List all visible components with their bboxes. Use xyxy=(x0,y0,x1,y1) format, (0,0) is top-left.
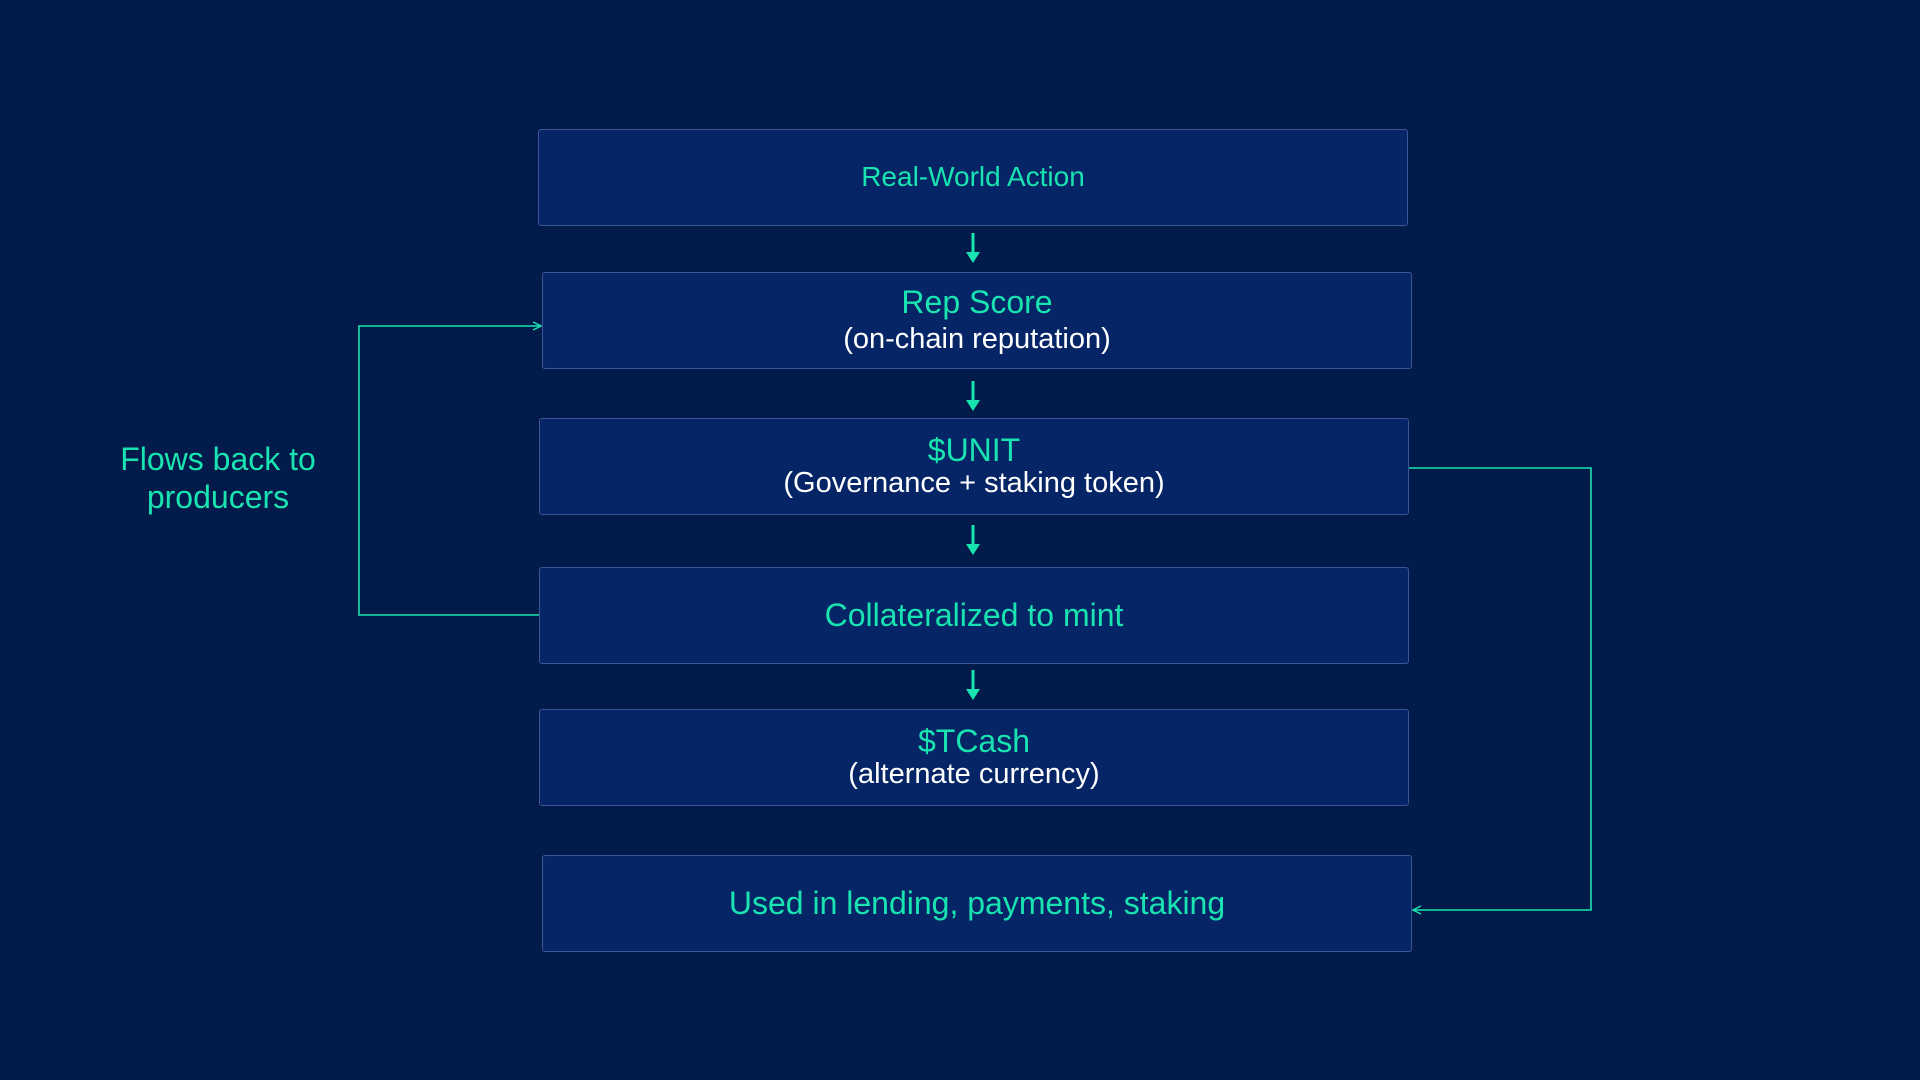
down-arrow-4 xyxy=(966,670,980,700)
node-unit: $UNIT (Governance + staking token) xyxy=(539,418,1409,515)
node-title: Real-World Action xyxy=(861,161,1085,193)
node-title: $UNIT xyxy=(927,431,1021,468)
down-arrow-1 xyxy=(966,233,980,263)
node-tcash: $TCash (alternate currency) xyxy=(539,709,1409,806)
node-subtitle: (on-chain reputation) xyxy=(843,323,1111,356)
node-title: Rep Score xyxy=(901,283,1053,320)
node-title: Collateralized to mint xyxy=(824,596,1124,633)
node-collateralized: Collateralized to mint xyxy=(539,567,1409,664)
down-arrow-2 xyxy=(966,381,980,411)
node-subtitle: (alternate currency) xyxy=(848,758,1100,791)
flows-back-label: Flows back to producers xyxy=(120,441,316,515)
node-subtitle: (Governance + staking token) xyxy=(783,467,1165,500)
node-real-world-action: Real-World Action xyxy=(538,129,1408,226)
flow-right xyxy=(1409,467,1592,910)
down-arrow-3 xyxy=(966,525,980,555)
node-used-in: Used in lending, payments, staking xyxy=(542,855,1412,952)
node-title: Used in lending, payments, staking xyxy=(728,884,1226,921)
feedback-loop-left xyxy=(358,326,541,616)
node-title: $TCash xyxy=(917,722,1031,759)
node-rep-score: Rep Score (on-chain reputation) xyxy=(542,272,1412,369)
